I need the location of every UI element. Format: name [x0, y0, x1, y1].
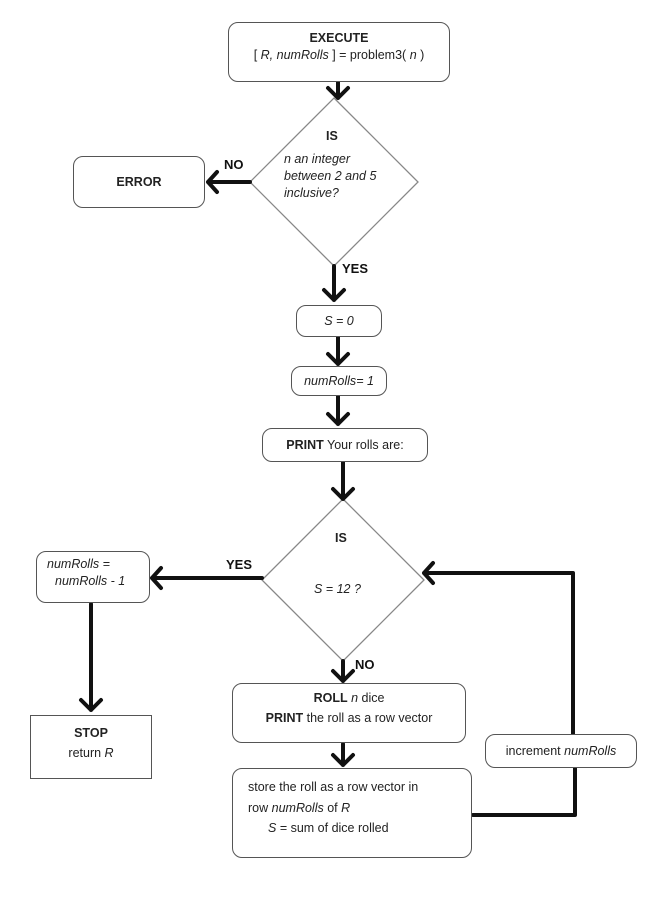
yes-label-integer-check: YES	[342, 261, 369, 276]
decision1-title: IS	[326, 129, 338, 143]
edge-decrement-to-stop	[79, 602, 103, 712]
print-rolls-box: PRINT Your rolls are:	[262, 428, 428, 462]
edge-decision2-to-decrement	[150, 566, 264, 590]
increment-box: increment numRolls	[485, 734, 637, 768]
edge-s-init-to-numrolls	[326, 335, 350, 366]
edge-decision1-to-error	[206, 170, 252, 194]
execute-call: [ R, numRolls ] = problem3( n )	[253, 47, 425, 62]
edge-roll-to-store	[331, 742, 355, 767]
execute-box: EXECUTE [ R, numRolls ] = problem3( n )	[228, 22, 450, 82]
no-label-integer-check: NO	[224, 157, 244, 172]
decision2-question: S = 12 ?	[314, 582, 361, 596]
execute-title: EXECUTE	[309, 31, 369, 45]
edge-numrolls-to-print	[326, 394, 350, 426]
edge-decision1-to-s-init	[322, 264, 346, 302]
decrement-box: numRolls = numRolls - 1	[36, 551, 150, 603]
edge-print-to-decision2	[331, 460, 355, 501]
store-roll-box: store the roll as a row vector in row nu…	[232, 768, 472, 858]
yes-label-sum-check: YES	[226, 557, 253, 572]
roll-box: ROLL n dice PRINT the roll as a row vect…	[232, 683, 466, 743]
edge-increment-to-decision2	[422, 561, 575, 736]
stop-box: STOP return R	[30, 715, 152, 779]
edge-decision2-to-roll	[331, 659, 355, 683]
decision-diamond-sum-check	[261, 498, 425, 662]
no-label-sum-check: NO	[355, 657, 375, 672]
decision2-title: IS	[335, 531, 347, 545]
numrolls-init-box: numRolls= 1	[291, 366, 387, 396]
decision1-question: n an integer between 2 and 5 inclusive?	[284, 152, 377, 200]
s-init-box: S = 0	[296, 305, 382, 337]
edge-execute-to-decision1	[326, 80, 350, 100]
error-box: ERROR	[73, 156, 205, 208]
